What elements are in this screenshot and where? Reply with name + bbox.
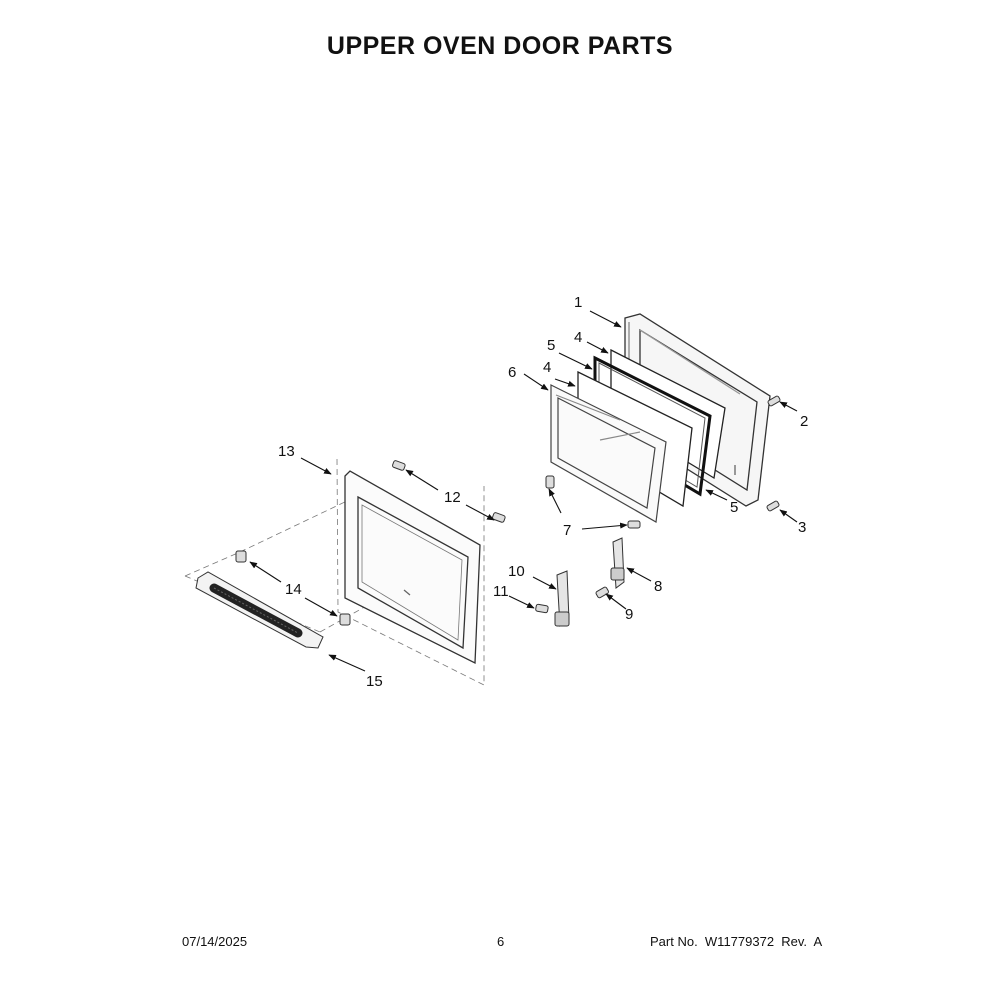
hinge-left (554, 570, 570, 627)
screw-9 (595, 586, 609, 599)
callout-4-upper: 4 (574, 329, 582, 346)
callout-10: 10 (508, 563, 525, 580)
leader-arrows (249, 310, 798, 672)
door-handle (195, 571, 324, 649)
screw-2 (767, 395, 781, 407)
callout-3: 3 (798, 519, 806, 536)
callout-5-upper: 5 (547, 337, 555, 354)
callout-1: 1 (574, 294, 582, 311)
outer-door-panel (344, 470, 481, 665)
handle-end-cap (235, 550, 351, 626)
callout-14: 14 (285, 581, 302, 598)
footer-part-number: Part No. W11779372 Rev. A (650, 934, 823, 949)
screw-3 (766, 500, 780, 512)
screw-11 (535, 603, 549, 614)
footer-date: 07/14/2025 (182, 934, 248, 949)
hinge-right (610, 537, 625, 589)
callout-4-lower: 4 (543, 359, 551, 376)
screw-12 (392, 460, 506, 523)
callout-7: 7 (563, 522, 571, 539)
callout-5-lower: 5 (730, 499, 738, 516)
callout-9: 9 (625, 606, 633, 623)
callout-11: 11 (493, 583, 509, 600)
screw-7 (545, 475, 641, 529)
callout-13: 13 (278, 443, 295, 460)
window-pack-frame (550, 384, 667, 523)
callout-12: 12 (444, 489, 461, 506)
callout-8: 8 (654, 578, 662, 595)
callout-15: 15 (366, 673, 383, 690)
page-title: UPPER OVEN DOOR PARTS (326, 32, 674, 60)
callout-6: 6 (508, 364, 516, 381)
callout-2: 2 (800, 413, 808, 430)
footer-page-number: 6 (497, 934, 505, 949)
